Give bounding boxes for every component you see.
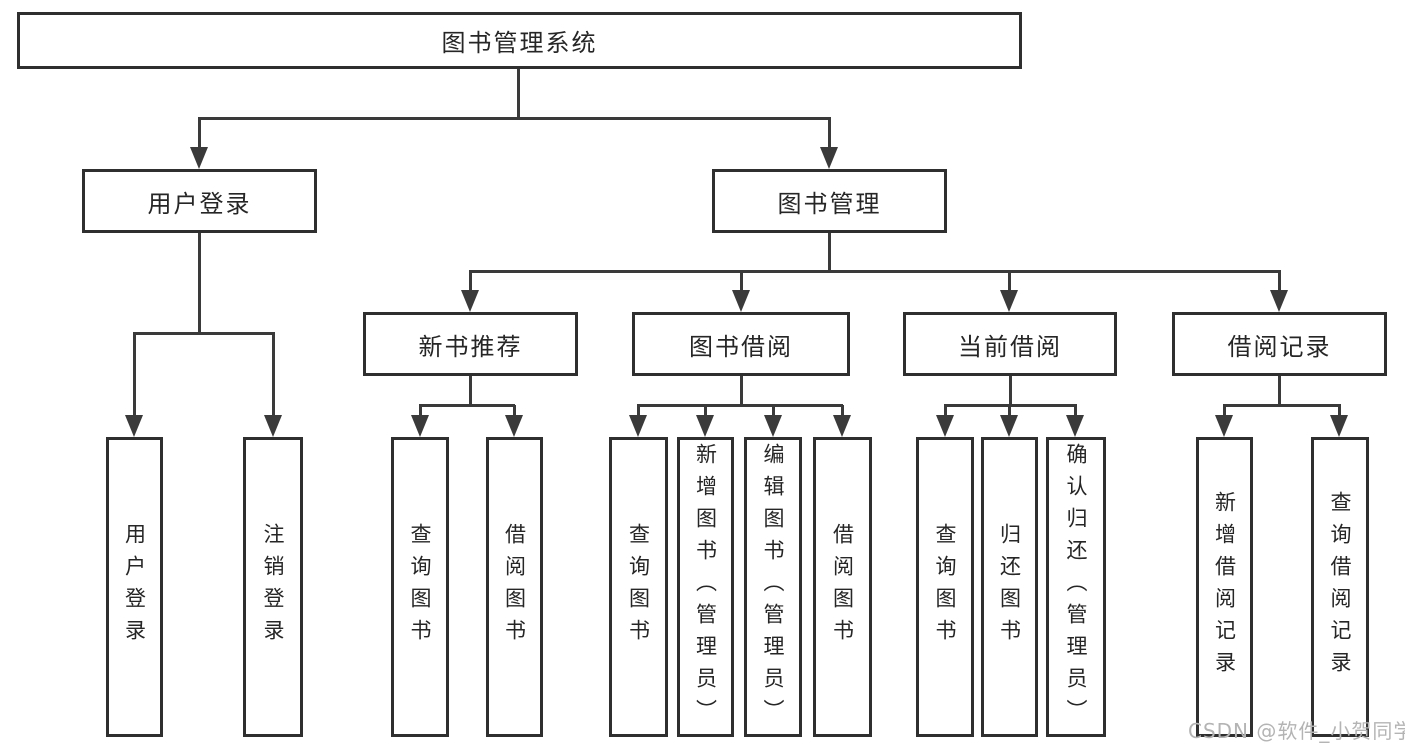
leaf-query-books-recommend: 查询图书 <box>391 437 449 737</box>
arrow-down-icon <box>629 415 647 437</box>
node-new-book-recommend: 新书推荐 <box>363 312 578 376</box>
arrow-down-icon <box>1066 415 1084 437</box>
node-library-system: 图书管理系统 <box>17 12 1022 69</box>
connector-line <box>1223 404 1341 407</box>
connector-line <box>637 404 843 407</box>
connector-line <box>469 271 472 294</box>
connector-line <box>1009 376 1012 406</box>
connector-line <box>944 405 947 418</box>
connector-line <box>272 333 275 417</box>
connector-line <box>740 271 743 294</box>
connector-line <box>828 233 831 272</box>
connector-line <box>198 233 201 334</box>
arrow-down-icon <box>190 147 208 169</box>
leaf-add-books-admin: 新增图书（管理员） <box>677 437 734 737</box>
leaf-edit-books-admin: 编辑图书（管理员） <box>744 437 802 737</box>
node-book-management: 图书管理 <box>712 169 947 233</box>
connector-line <box>637 405 640 418</box>
leaf-query-borrow-record: 查询借阅记录 <box>1311 437 1369 737</box>
connector-line <box>517 69 520 120</box>
arrow-down-icon <box>1270 290 1288 312</box>
connector-line <box>1223 405 1226 418</box>
arrow-down-icon <box>1215 415 1233 437</box>
connector-line <box>1008 405 1011 418</box>
node-current-borrow: 当前借阅 <box>903 312 1117 376</box>
connector-line <box>419 405 422 418</box>
arrow-down-icon <box>833 415 851 437</box>
leaf-user-login: 用户登录 <box>106 437 163 737</box>
leaf-confirm-return-admin: 确认归还（管理员） <box>1046 437 1106 737</box>
arrow-down-icon <box>411 415 429 437</box>
arrow-down-icon <box>696 415 714 437</box>
connector-line <box>513 405 516 418</box>
connector-line <box>198 118 201 150</box>
connector-line <box>828 118 831 150</box>
arrow-down-icon <box>732 290 750 312</box>
arrow-down-icon <box>461 290 479 312</box>
connector-line <box>469 270 1281 273</box>
watermark-text: CSDN @软件_小贺同学 <box>1188 719 1405 743</box>
arrow-down-icon <box>1330 415 1348 437</box>
connector-line <box>469 376 472 406</box>
arrow-down-icon <box>1000 415 1018 437</box>
connector-line <box>841 405 844 418</box>
connector-line <box>704 405 707 418</box>
leaf-query-books-current: 查询图书 <box>916 437 974 737</box>
connector-line <box>133 332 275 335</box>
connector-line <box>133 333 136 417</box>
connector-line <box>1278 271 1281 294</box>
connector-line <box>1008 271 1011 294</box>
arrow-down-icon <box>1000 290 1018 312</box>
node-user-login: 用户登录 <box>82 169 317 233</box>
leaf-borrow-books-recommend: 借阅图书 <box>486 437 543 737</box>
leaf-query-books-borrow: 查询图书 <box>609 437 668 737</box>
arrow-down-icon <box>125 415 143 437</box>
connector-line <box>1278 376 1281 406</box>
leaf-logout-login: 注销登录 <box>243 437 303 737</box>
connector-line <box>772 405 775 418</box>
connector-line <box>198 117 831 120</box>
node-book-borrow: 图书借阅 <box>632 312 850 376</box>
connector-line <box>740 376 743 406</box>
leaf-borrow-books: 借阅图书 <box>813 437 872 737</box>
arrow-down-icon <box>505 415 523 437</box>
connector-line <box>1338 405 1341 418</box>
arrow-down-icon <box>264 415 282 437</box>
arrow-down-icon <box>820 147 838 169</box>
arrow-down-icon <box>764 415 782 437</box>
leaf-add-borrow-record: 新增借阅记录 <box>1196 437 1253 737</box>
connector-line <box>419 404 515 407</box>
leaf-return-books: 归还图书 <box>981 437 1038 737</box>
connector-line <box>1074 405 1077 418</box>
arrow-down-icon <box>936 415 954 437</box>
node-borrow-records: 借阅记录 <box>1172 312 1387 376</box>
